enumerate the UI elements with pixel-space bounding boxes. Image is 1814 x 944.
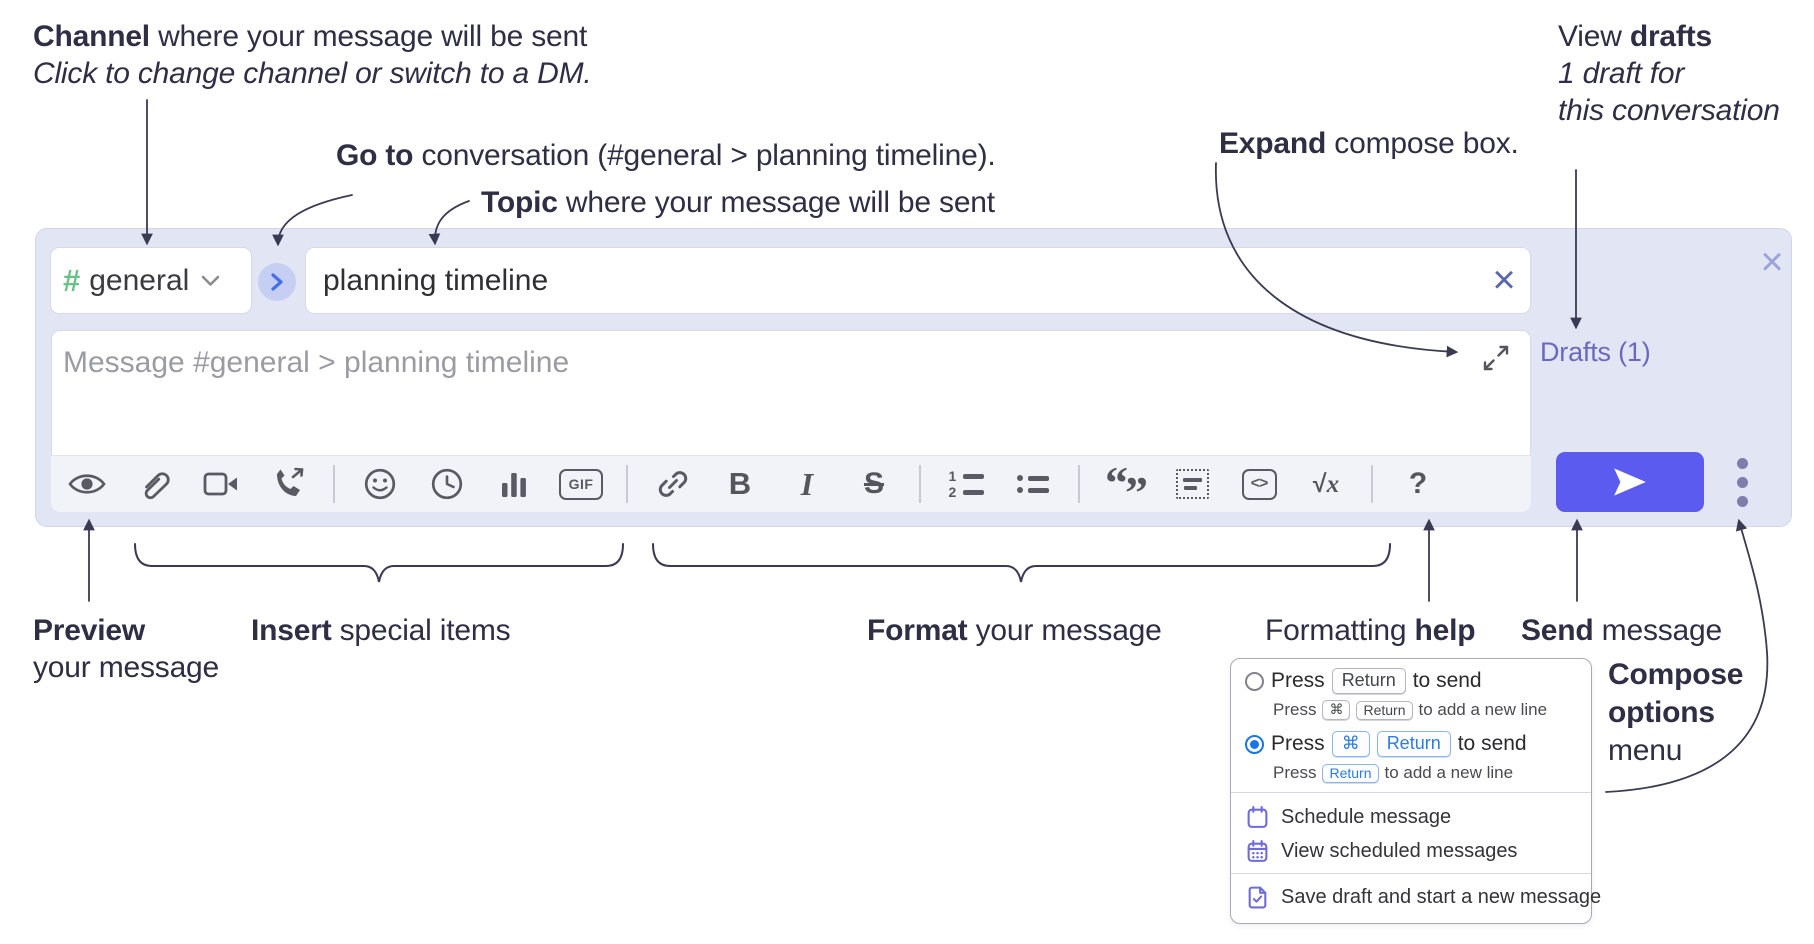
- compose-options-menu: Press Return to send Press ⌘ Return to a…: [1230, 658, 1601, 924]
- radio-cmd-return-to-send[interactable]: Press ⌘ Return to send: [1245, 731, 1527, 757]
- menu-divider: [1231, 792, 1591, 793]
- compose-options-button[interactable]: [1727, 452, 1757, 512]
- math-icon: √x: [1312, 469, 1340, 498]
- emoji-button[interactable]: [358, 462, 402, 506]
- return-keycap: Return: [1376, 731, 1451, 757]
- bold-icon: B: [728, 466, 752, 501]
- annotation-topic: Topic where your message will be sent: [481, 186, 995, 219]
- channel-selector[interactable]: # general: [50, 247, 252, 314]
- return-keycap: Return: [1322, 763, 1379, 783]
- annotation-compose-options: Compose options menu: [1608, 658, 1744, 767]
- italic-button[interactable]: I: [785, 462, 829, 506]
- spoiler-button[interactable]: [1170, 462, 1214, 506]
- menu-item-schedule-message[interactable]: Schedule message: [1245, 805, 1451, 830]
- annotation-channel: Channel where your message will be sent …: [33, 20, 592, 90]
- message-formatting-help-button[interactable]: ?: [1396, 462, 1440, 506]
- gif-button[interactable]: GIF: [559, 462, 603, 506]
- return-keycap: Return: [1356, 700, 1413, 720]
- compose-toolbar: GIF B I S 1 2: [51, 455, 1531, 518]
- menu-item-view-scheduled-messages[interactable]: View scheduled messages: [1245, 839, 1517, 864]
- attach-file-button[interactable]: [132, 462, 176, 506]
- preview-button[interactable]: [65, 462, 109, 506]
- brace-format: [652, 543, 1391, 583]
- toolbar-divider: [1371, 465, 1373, 503]
- quote-icon: “”: [1105, 456, 1148, 518]
- clear-topic-button[interactable]: ×: [1492, 258, 1516, 302]
- bulleted-list-button[interactable]: [1011, 462, 1055, 506]
- topic-input-box: [305, 247, 1531, 314]
- annotation-channel-bold: Channel: [33, 20, 150, 53]
- strikethrough-icon: S: [863, 467, 884, 500]
- annotation-expand: Expand compose box.: [1219, 127, 1519, 160]
- gif-icon: GIF: [559, 468, 603, 500]
- return-keycap: Return: [1331, 668, 1406, 694]
- phone-call-icon: [277, 467, 304, 496]
- close-compose-button[interactable]: ×: [1760, 239, 1784, 284]
- cmd-keycap: ⌘: [1322, 700, 1351, 720]
- smiley-icon: [364, 468, 396, 500]
- calendar-icon: [1247, 806, 1268, 828]
- chevron-right-icon: [271, 273, 283, 291]
- eye-icon: [68, 474, 106, 494]
- numbered-list-icon: 1 2: [949, 469, 984, 499]
- question-mark-icon: ?: [1408, 467, 1428, 500]
- paperclip-icon: [144, 472, 170, 500]
- bar-chart-icon: [502, 473, 526, 497]
- global-time-button[interactable]: [425, 462, 469, 506]
- annotation-insert: Insert special items: [251, 614, 511, 647]
- cmd-return-to-send-subtext: Press Return to add a new line: [1273, 763, 1514, 783]
- code-button[interactable]: <>: [1237, 462, 1281, 506]
- audio-call-button[interactable]: [266, 462, 310, 506]
- annotation-send: Send message: [1521, 614, 1723, 647]
- poll-button[interactable]: [492, 462, 536, 506]
- annotation-goto: Go to conversation (#general > planning …: [336, 139, 996, 172]
- brace-insert: [134, 543, 624, 583]
- clock-icon: [431, 468, 463, 500]
- toolbar-divider: [1078, 465, 1080, 503]
- radio-selected-icon: [1245, 734, 1264, 754]
- menu-item-save-draft[interactable]: Save draft and start a new message: [1245, 885, 1601, 910]
- video-call-button[interactable]: [199, 462, 243, 506]
- annotation-channel-sub: Click to change channel or switch to a D…: [33, 57, 592, 90]
- annotation-format: Format your message: [867, 614, 1162, 647]
- go-to-conversation-button[interactable]: [258, 263, 296, 301]
- message-input[interactable]: [52, 331, 1530, 455]
- video-camera-icon: [203, 472, 237, 496]
- toolbar-divider: [626, 465, 628, 503]
- topic-input[interactable]: [306, 248, 1530, 313]
- italic-icon: I: [800, 465, 814, 502]
- calendar-scheduled-icon: [1247, 840, 1268, 862]
- cmd-keycap: ⌘: [1331, 731, 1370, 757]
- bulleted-list-icon: [1017, 475, 1049, 493]
- radio-return-to-send[interactable]: Press Return to send: [1245, 668, 1482, 694]
- bold-button[interactable]: B: [718, 462, 762, 506]
- spoiler-icon: [1175, 469, 1209, 499]
- return-to-send-subtext: Press ⌘ Return to add a new line: [1273, 700, 1548, 720]
- ellipsis-icon: [1736, 457, 1748, 469]
- send-button[interactable]: [1556, 452, 1704, 512]
- menu-divider: [1231, 873, 1591, 874]
- channel-hash-icon: #: [63, 262, 81, 298]
- annotation-view-drafts: View drafts 1 draft for this conversatio…: [1558, 20, 1780, 127]
- quote-button[interactable]: “”: [1103, 457, 1148, 518]
- toolbar-divider: [919, 465, 921, 503]
- toolbar-divider: [333, 465, 335, 503]
- annotation-preview: Preview your message: [33, 614, 220, 684]
- link-button[interactable]: [651, 462, 695, 506]
- save-draft-icon: [1248, 886, 1267, 909]
- send-plane-icon: [1614, 468, 1646, 496]
- chevron-down-icon: [202, 275, 220, 286]
- math-button[interactable]: √x: [1304, 462, 1348, 506]
- radio-unselected-icon: [1245, 671, 1264, 691]
- link-icon: [658, 471, 688, 497]
- expand-compose-button[interactable]: [1482, 344, 1510, 372]
- expand-icon: [1483, 345, 1509, 371]
- annotation-formatting-help: Formatting help: [1265, 614, 1476, 647]
- numbered-list-button[interactable]: 1 2: [944, 462, 988, 506]
- drafts-link[interactable]: Drafts (1): [1540, 337, 1651, 367]
- channel-name: general: [89, 263, 190, 297]
- code-icon: <>: [1241, 468, 1277, 500]
- strikethrough-button[interactable]: S: [852, 462, 896, 506]
